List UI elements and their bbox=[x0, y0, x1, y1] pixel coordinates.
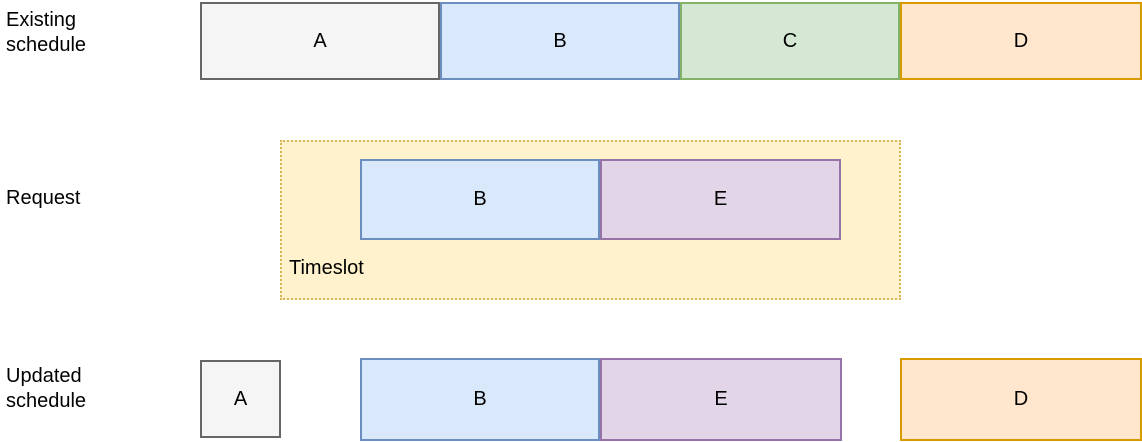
existing-block-d: D bbox=[900, 2, 1142, 80]
updated-block-d: D bbox=[900, 358, 1142, 441]
request-block-e: E bbox=[600, 159, 841, 240]
existing-block-b: B bbox=[440, 2, 680, 80]
updated-block-e: E bbox=[600, 358, 842, 441]
updated-schedule-label-line2: schedule bbox=[6, 390, 87, 412]
updated-schedule-label-line1: Updated bbox=[6, 365, 82, 387]
request-label: Request bbox=[6, 187, 81, 209]
existing-schedule-label-line2: schedule bbox=[6, 34, 87, 56]
existing-block-c: C bbox=[680, 2, 900, 80]
updated-schedule-label: Updated schedule bbox=[6, 364, 86, 414]
updated-block-a: A bbox=[200, 360, 281, 438]
existing-block-a: A bbox=[200, 2, 440, 80]
updated-block-b: B bbox=[360, 358, 600, 441]
timeslot-label: Timeslot bbox=[289, 257, 364, 279]
request-block-b: B bbox=[360, 159, 600, 240]
existing-schedule-label-line1: Existing bbox=[6, 9, 77, 31]
existing-schedule-label: Existing schedule bbox=[6, 8, 86, 58]
